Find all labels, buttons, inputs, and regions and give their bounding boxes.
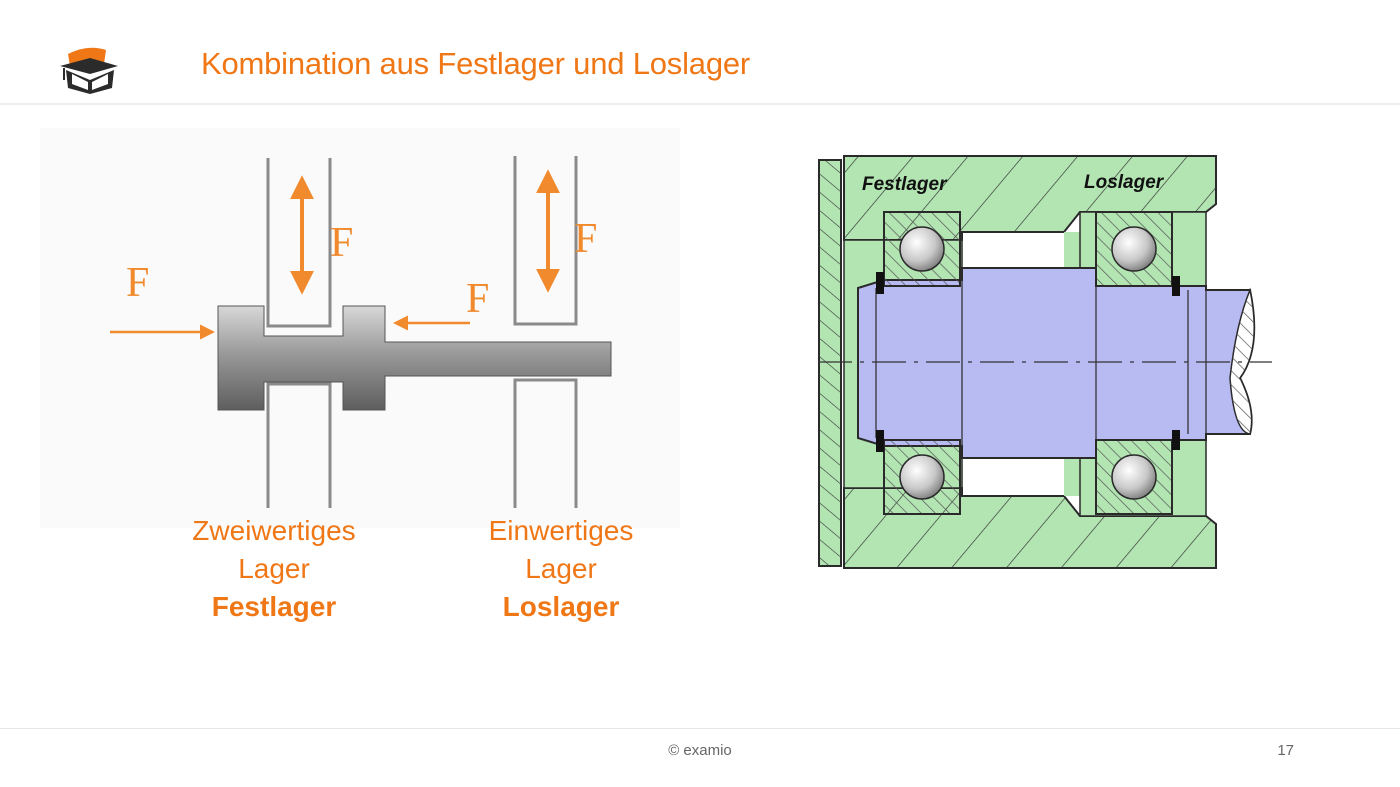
fixed-bearing-caption: Zweiwertiges Lager Festlager: [144, 512, 404, 626]
caption-line: Lager: [525, 553, 597, 584]
shaft-section: [857, 267, 1256, 459]
page-number: 17: [1277, 742, 1294, 759]
floating-bearing-housing: [513, 156, 578, 508]
header-divider: [0, 103, 1400, 105]
shaft: [217, 305, 612, 411]
bearing-cross-section-diagram: Festlager Loslager: [818, 155, 1272, 569]
floating-bearing-top: [1095, 211, 1180, 296]
fixed-bearing-housing: [266, 158, 332, 508]
copyright-text: © examio: [668, 742, 732, 759]
floating-bearing-label: Loslager: [1084, 172, 1165, 193]
caption-strong: Festlager: [211, 591, 337, 622]
floating-bearing-bottom: [1095, 430, 1180, 515]
page-title: Kombination aus Festlager und Loslager: [201, 46, 751, 81]
fixed-bearing-bottom: [876, 430, 961, 515]
caption-strong: Loslager: [502, 591, 620, 622]
footer-divider: [0, 728, 1400, 729]
caption-line: Lager: [238, 553, 310, 584]
bearing-schematic-diagram: F F F F: [40, 128, 680, 528]
fixed-bearing-top: [876, 211, 961, 294]
caption-line: Zweiwertiges: [192, 515, 356, 546]
force-label: F: [126, 260, 149, 306]
fixed-bearing-label: Festlager: [862, 174, 948, 195]
floating-bearing-caption: Einwertiges Lager Loslager: [431, 512, 691, 626]
examio-logo-icon: [60, 47, 118, 94]
force-label: F: [466, 276, 489, 322]
caption-line: Einwertiges: [488, 515, 634, 546]
force-label: F: [574, 216, 597, 262]
force-label: F: [330, 220, 353, 266]
